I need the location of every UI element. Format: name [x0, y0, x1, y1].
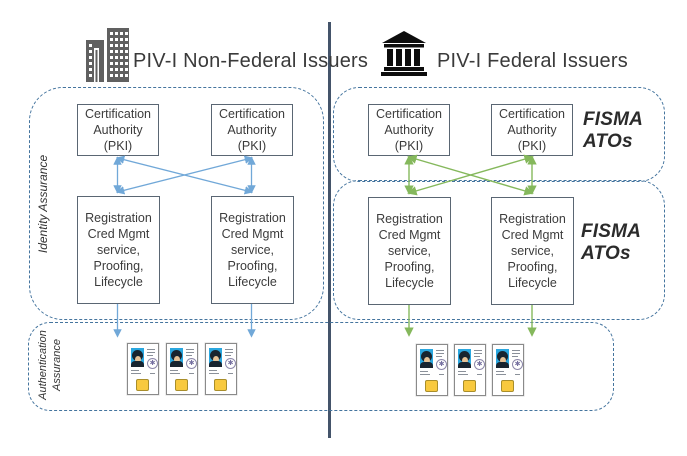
certification-authority-box: Certification Authority (PKI)	[491, 104, 573, 156]
card-seal-icon: ✱	[186, 358, 197, 369]
fisma-atos-label-lower: FISMA ATOs	[581, 221, 642, 264]
registration-box: Registration Cred Mgmt service, Proofing…	[491, 197, 574, 305]
card-seal-icon: ✱	[147, 358, 158, 369]
card-photo	[496, 349, 509, 368]
card-seal-icon: ✱	[512, 359, 523, 370]
certification-authority-box: Certification Authority (PKI)	[368, 104, 450, 156]
building-icon	[85, 28, 130, 87]
piv-card: ✱	[127, 343, 159, 395]
card-photo	[170, 348, 183, 367]
card-chip	[175, 379, 188, 391]
piv-card: ✱	[166, 343, 198, 395]
certification-authority-box: Certification Authority (PKI)	[211, 104, 293, 156]
card-chip	[425, 380, 438, 392]
piv-card: ✱	[205, 343, 237, 395]
card-seal-icon: ✱	[474, 359, 485, 370]
certification-authority-box: Certification Authority (PKI)	[77, 104, 159, 156]
person-silhouette-icon	[132, 350, 143, 361]
piv-card: ✱	[492, 344, 524, 396]
card-photo	[209, 348, 222, 367]
authentication-assurance-label: Authentication Assurance	[37, 330, 63, 400]
divider-line	[328, 22, 331, 438]
person-silhouette-icon	[171, 350, 182, 361]
card-chip	[214, 379, 227, 391]
piv-card: ✱	[416, 344, 448, 396]
bank-icon	[381, 31, 427, 81]
card-chip	[136, 379, 149, 391]
fisma-atos-label-upper: FISMA ATOs	[583, 109, 644, 152]
person-silhouette-icon	[421, 351, 432, 362]
federal-issuers-title: PIV-I Federal Issuers	[437, 50, 628, 72]
authentication-assurance-region	[28, 322, 614, 411]
card-seal-icon: ✱	[225, 358, 236, 369]
identity-assurance-region	[29, 87, 324, 320]
card-chip	[501, 380, 514, 392]
registration-box: Registration Cred Mgmt service, Proofing…	[368, 197, 451, 305]
identity-assurance-label: Identity Assurance	[36, 154, 50, 254]
person-silhouette-icon	[497, 351, 508, 362]
person-silhouette-icon	[210, 350, 221, 361]
card-photo	[131, 348, 144, 367]
card-photo	[420, 349, 433, 368]
piv-card: ✱	[454, 344, 486, 396]
person-silhouette-icon	[459, 351, 470, 362]
registration-box: Registration Cred Mgmt service, Proofing…	[211, 196, 294, 304]
card-seal-icon: ✱	[436, 359, 447, 370]
registration-box: Registration Cred Mgmt service, Proofing…	[77, 196, 160, 304]
card-chip	[463, 380, 476, 392]
card-photo	[458, 349, 471, 368]
non-federal-issuers-title: PIV-I Non-Federal Issuers	[133, 50, 369, 72]
